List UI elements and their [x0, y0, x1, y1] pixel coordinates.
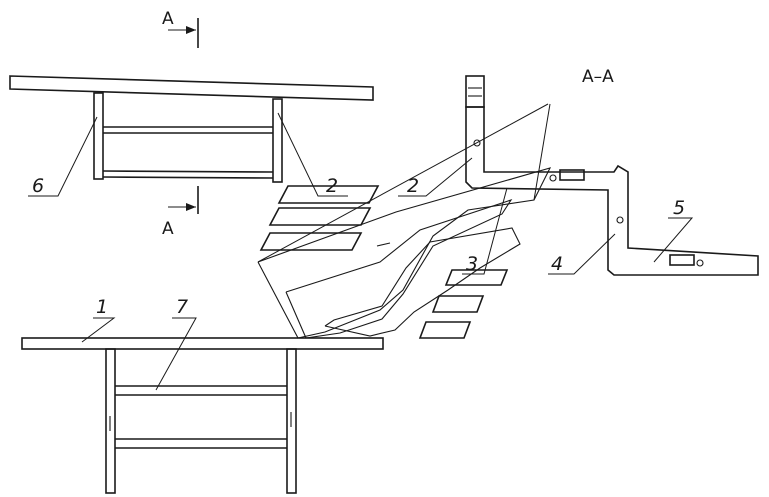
- leader-2-section: [398, 157, 473, 197]
- section-letter-top: A: [162, 9, 174, 29]
- side-view: [21, 337, 384, 494]
- top-crossbar-lower-b: [102, 176, 274, 179]
- section-title: A–A: [582, 67, 614, 87]
- slot-upper: [559, 169, 585, 181]
- slot-lower: [669, 254, 695, 266]
- slat-upper-3: [259, 232, 363, 251]
- slat-upper-2: [268, 207, 372, 226]
- side-left-leg: [105, 348, 116, 494]
- top-view: [9, 75, 374, 183]
- outline-outer: [257, 167, 552, 339]
- section-mark-top: A: [162, 9, 199, 48]
- wedge-line-b: [533, 103, 551, 201]
- top-right-leg: [272, 98, 283, 183]
- label-5: 5: [673, 197, 685, 219]
- label-3: 3: [466, 253, 478, 275]
- section-mark-bottom: A: [162, 186, 199, 239]
- top-crossbar-lower: [102, 170, 274, 173]
- section-profile: [465, 106, 759, 276]
- label-4: 4: [551, 253, 563, 275]
- exploded-group: [257, 103, 552, 339]
- section-letter-bottom: A: [162, 219, 174, 239]
- leader-7: [155, 317, 197, 391]
- label-1: 1: [96, 296, 108, 318]
- leader-2-top: [277, 112, 348, 197]
- section-cap: [465, 75, 485, 108]
- outline-mid: [285, 198, 513, 339]
- outline-inner: [324, 227, 521, 337]
- label-6: 6: [32, 175, 44, 197]
- label-7: 7: [176, 296, 188, 318]
- bottom-board: [21, 337, 384, 350]
- slat-lower-2: [431, 295, 485, 313]
- leader-4: [548, 233, 616, 275]
- top-left-leg: [93, 92, 104, 180]
- wedge-line-a: [257, 103, 549, 263]
- leader-6: [28, 116, 98, 197]
- label-2-section: 2: [407, 175, 419, 197]
- leader-1: [81, 317, 116, 343]
- leader-3: [462, 187, 508, 275]
- leader-5: [653, 217, 694, 263]
- slat-lower-3: [418, 321, 472, 339]
- side-right-leg: [286, 348, 297, 494]
- section-view: A–A: [465, 67, 759, 276]
- slat-upper-1: [277, 185, 380, 204]
- slat-lower-1: [444, 269, 509, 286]
- top-board: [9, 75, 374, 101]
